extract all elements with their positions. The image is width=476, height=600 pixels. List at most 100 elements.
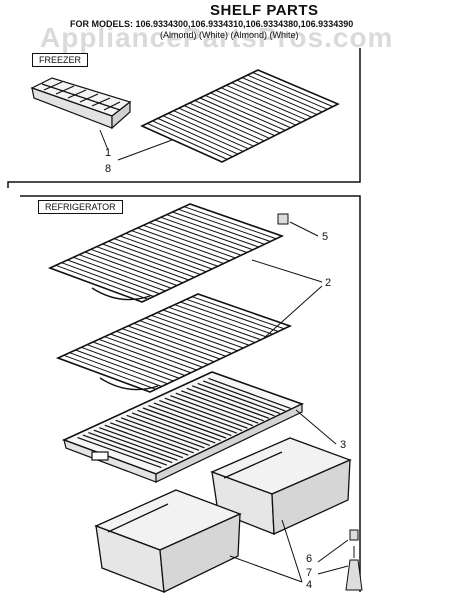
- shelf-wire: [170, 395, 254, 427]
- shelf-wire: [113, 238, 207, 273]
- shelf-wire: [175, 392, 259, 424]
- shelf-wire: [78, 254, 172, 289]
- shelf-wire: [241, 77, 323, 113]
- colors-line: (Almond) (White) (Almond) (White): [160, 30, 299, 40]
- shelf-wire: [145, 317, 238, 352]
- shelf-wire: [154, 219, 248, 253]
- shelf-wire: [110, 422, 194, 454]
- shelf-wire: [153, 402, 237, 434]
- shelf-wire: [92, 341, 186, 376]
- shelf-wire: [115, 419, 200, 451]
- shelf-wire: [172, 211, 265, 245]
- shelf-bracket: [277, 213, 289, 225]
- shelf-wire: [120, 417, 205, 449]
- shelf-wire: [152, 120, 233, 158]
- page-title: SHELF PARTS: [210, 2, 319, 19]
- section-label-freezer: FREEZER: [32, 53, 89, 67]
- shelf-wire: [143, 224, 236, 259]
- shelf-wire: [90, 248, 184, 284]
- shelf-wire: [156, 312, 250, 346]
- shelf-wire: [174, 304, 267, 338]
- shelf-wire: [180, 301, 273, 335]
- shelf-wire: [210, 92, 291, 129]
- shelf-wire: [189, 102, 270, 139]
- shelf-wire: [199, 97, 281, 134]
- shelf-wire: [86, 344, 180, 379]
- shelf-wire: [148, 222, 242, 256]
- shelf-wire: [125, 232, 219, 267]
- shelf-wire: [67, 259, 160, 295]
- shelf-wire: [139, 320, 232, 354]
- drawer-slide-parts: [345, 529, 363, 591]
- shelf-wire: [127, 325, 221, 360]
- shelf-wire: [192, 296, 285, 330]
- shelf-wire: [202, 380, 286, 412]
- shelf-wire: [93, 429, 178, 461]
- shelf-wire: [55, 264, 149, 300]
- shelf-wire: [184, 206, 277, 240]
- shelf-wire: [102, 243, 195, 278]
- shelf-wire: [73, 256, 166, 292]
- shelf-wire: [183, 105, 265, 142]
- shelf-wire: [252, 72, 333, 108]
- shelf-wire: [147, 122, 228, 160]
- shelf-wire: [63, 354, 157, 390]
- callout-7: 7: [306, 567, 313, 579]
- shelf-wire: [166, 214, 259, 248]
- shelf-wire: [159, 400, 243, 432]
- shelf-wire: [205, 94, 286, 131]
- shelf-wire: [247, 74, 328, 110]
- shelf-wire: [231, 82, 312, 118]
- leader-lines: [99, 129, 349, 583]
- shelf-wire: [168, 112, 249, 150]
- shelf-wire: [178, 107, 260, 145]
- section-borders: [7, 48, 361, 592]
- shelf-wire: [162, 309, 256, 343]
- callout-8: 8: [105, 163, 112, 175]
- shelf-wire: [119, 235, 213, 270]
- shelf-wire: [157, 117, 239, 155]
- shelf-wire: [215, 89, 297, 126]
- refrigerator-wire-shelf-lower: [55, 293, 293, 393]
- shelf-wire: [81, 346, 174, 382]
- shelf-wire: [69, 352, 162, 387]
- shelf-wire: [151, 314, 244, 349]
- refrigerator-wire-shelf-upper: [47, 203, 285, 303]
- freezer-wire-shelf: [140, 69, 340, 163]
- shelf-wire: [168, 306, 261, 341]
- shelf-wire: [84, 251, 178, 286]
- shelf-wire: [104, 424, 189, 456]
- shelf-wire: [88, 432, 173, 464]
- shelf-wire: [110, 333, 203, 368]
- crisper-drawer-left: [94, 489, 242, 593]
- shelf-wire: [194, 100, 275, 137]
- shelf-wire: [99, 427, 184, 459]
- callout-3: 3: [340, 439, 347, 451]
- shelf-wire: [108, 240, 201, 275]
- shelf-wire: [220, 87, 302, 123]
- shelf-wire: [173, 110, 254, 147]
- shelf-wire: [142, 407, 227, 439]
- shelf-wire: [186, 387, 270, 419]
- shelf-wire: [197, 382, 281, 414]
- shelf-wire: [191, 385, 275, 417]
- shelf-wire: [126, 414, 211, 446]
- ice-tray: [30, 77, 132, 130]
- models-line: FOR MODELS: 106.9334300,106.9334310,106.…: [70, 19, 354, 29]
- shelf-wire: [178, 208, 271, 242]
- crisper-cover: [61, 371, 305, 483]
- shelf-wire: [82, 434, 167, 466]
- shelf-wire: [208, 377, 291, 410]
- shelf-wire: [77, 436, 162, 469]
- callout-2: 2: [325, 277, 332, 289]
- shelf-wire: [75, 349, 168, 385]
- shelf-wire: [186, 298, 279, 332]
- shelf-wire: [96, 246, 189, 281]
- shelf-wire: [98, 338, 192, 374]
- shelf-wire: [148, 404, 232, 437]
- shelf-wire: [121, 328, 215, 363]
- shelf-wire: [133, 322, 227, 357]
- shelf-wire: [162, 115, 244, 152]
- crisper-drawer-right: [210, 437, 352, 535]
